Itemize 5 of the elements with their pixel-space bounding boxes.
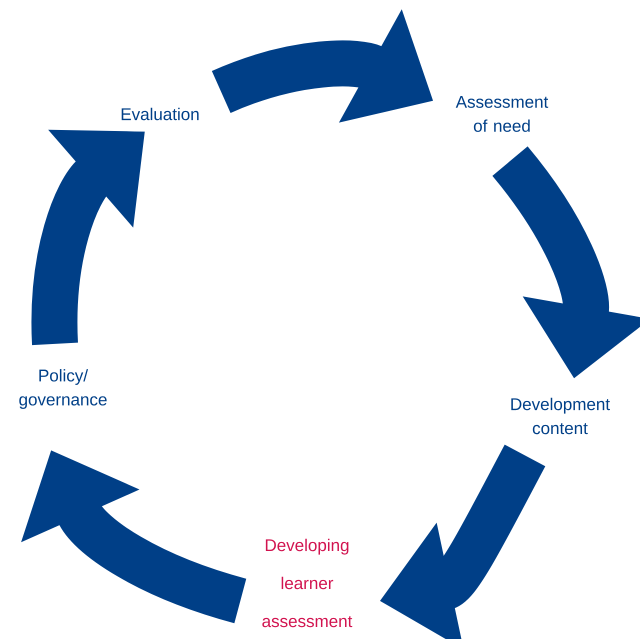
cycle-label: Policy/ governance	[19, 369, 107, 409]
cycle-label: Assessment of need	[456, 96, 548, 132]
cycle-label: Development content	[511, 398, 610, 434]
cycle-label: Developing learner assessment	[262, 538, 352, 628]
cycle-label: Evaluation	[122, 108, 199, 120]
